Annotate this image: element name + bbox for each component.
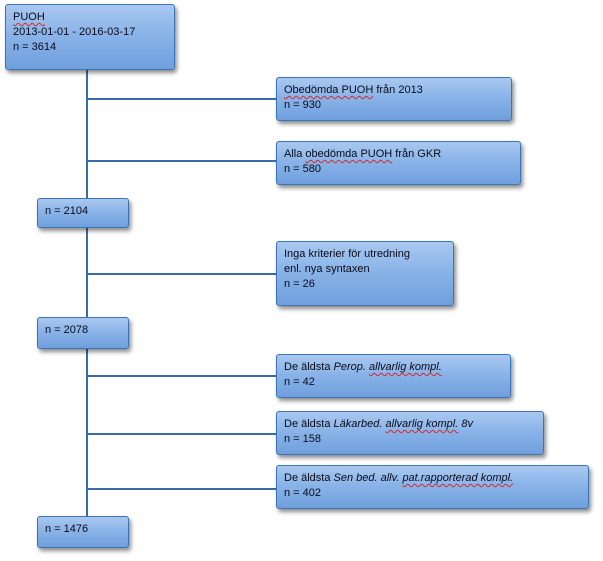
exclusion-box-5: De äldsta Läkarbed. allvarlig kompl. 8v … bbox=[276, 411, 544, 455]
exclusion-5-italic-b: allvarlig kompl. bbox=[385, 418, 459, 430]
step-3-count: n = 1476 bbox=[45, 523, 89, 535]
connector-exclusion-6 bbox=[86, 488, 278, 490]
connector-exclusion-2 bbox=[86, 160, 278, 162]
connector-exclusion-5 bbox=[86, 433, 278, 435]
connector-exclusion-4 bbox=[86, 375, 278, 377]
exclusion-2-count: n = 580 bbox=[284, 163, 322, 175]
exclusion-2-underlined: obedömda PUOH bbox=[305, 148, 393, 160]
exclusion-4-count: n = 42 bbox=[284, 376, 315, 388]
exclusion-box-1: Obedömda PUOH från 2013 n = 930 bbox=[276, 77, 512, 121]
root-count: n = 3614 bbox=[13, 41, 57, 53]
exclusion-3-count: n = 26 bbox=[284, 278, 315, 290]
root-title: PUOH bbox=[13, 11, 45, 23]
exclusion-3-line-1: Inga kriterier för utredning bbox=[284, 248, 410, 260]
exclusion-5-count: n = 158 bbox=[284, 433, 322, 445]
exclusion-6-italic-a: Sen bed. allv. bbox=[333, 472, 400, 484]
exclusion-4-italic-a: Perop. bbox=[333, 361, 366, 373]
exclusion-box-6: De äldsta Sen bed. allv. pat.rapporterad… bbox=[276, 465, 589, 509]
exclusion-box-4: De äldsta Perop. allvarlig kompl. n = 42 bbox=[276, 354, 511, 398]
step-box-2: n = 2078 bbox=[37, 317, 129, 349]
connector-exclusion-3 bbox=[86, 273, 278, 275]
exclusion-5-italic-a: Läkarbed. bbox=[333, 418, 383, 430]
step-box-3: n = 1476 bbox=[37, 516, 129, 548]
exclusion-6-italic-b: pat.rapporterad kompl. bbox=[402, 472, 514, 484]
root-box: PUOH 2013-01-01 - 2016-03-17 n = 3614 bbox=[5, 4, 175, 70]
exclusion-1-underlined: Obedömda PUOH bbox=[284, 84, 374, 96]
root-dates: 2013-01-01 - 2016-03-17 bbox=[13, 26, 136, 38]
exclusion-box-2: Alla obedömda PUOH från GKR n = 580 bbox=[276, 141, 521, 185]
main-flow-line bbox=[86, 70, 88, 522]
step-box-1: n = 2104 bbox=[37, 198, 129, 228]
step-2-count: n = 2078 bbox=[45, 324, 89, 336]
connector-exclusion-1 bbox=[86, 98, 278, 100]
exclusion-6-count: n = 402 bbox=[284, 487, 322, 499]
exclusion-4-italic-b: allvarlig kompl. bbox=[369, 361, 442, 373]
exclusion-3-line-2: enl. nya syntaxen bbox=[284, 263, 370, 275]
exclusion-1-count: n = 930 bbox=[284, 99, 322, 111]
step-1-count: n = 2104 bbox=[45, 205, 89, 217]
exclusion-box-3: Inga kriterier för utredning enl. nya sy… bbox=[276, 241, 454, 306]
